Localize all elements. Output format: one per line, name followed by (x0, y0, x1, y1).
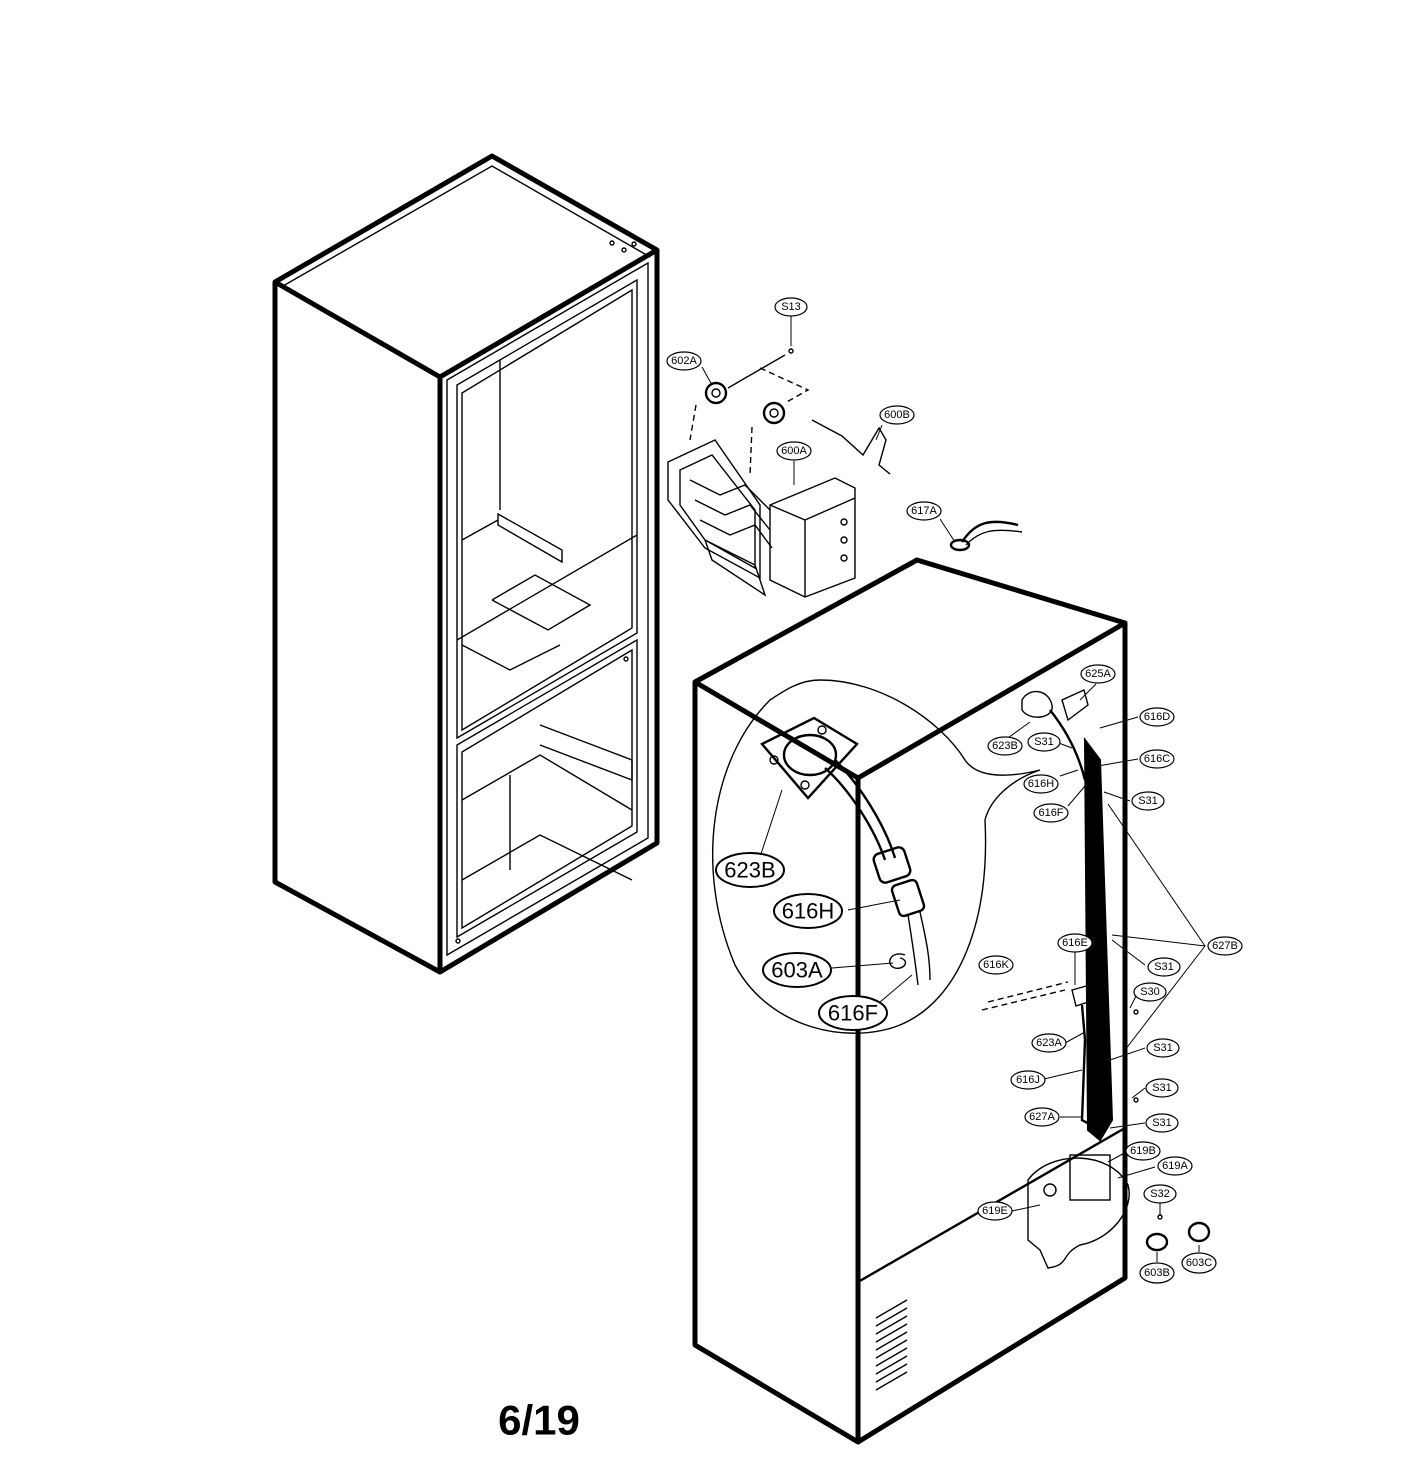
callout-s31-f: S31 (1145, 1113, 1179, 1133)
power-cord (949, 520, 1023, 552)
callout-616k-text: 616K (983, 959, 1009, 971)
callout-623b-small-text: 623B (992, 740, 1018, 752)
cabinet-rear-view (692, 557, 1128, 1445)
detail-callout-623b: 623B (715, 852, 785, 888)
callout-616d-text: 616D (1144, 711, 1170, 723)
detail-callout-616h-text: 616H (782, 899, 835, 924)
callout-623a-text: 623A (1036, 1037, 1062, 1049)
callout-623a: 623A (1031, 1033, 1067, 1053)
callout-619b-text: 619B (1130, 1145, 1156, 1157)
callout-s31-f-text: S31 (1152, 1117, 1172, 1129)
callout-s32-text: S32 (1150, 1188, 1170, 1200)
callout-616f-small: 616F (1033, 803, 1069, 823)
ice-maker-mounting-grommets (689, 348, 810, 476)
detail-callout-623b-text: 623B (724, 858, 775, 883)
callout-s13: S13 (774, 297, 808, 317)
callout-s30: S30 (1133, 982, 1167, 1002)
detail-callout-603a: 603A (762, 952, 832, 988)
callout-619e: 619E (977, 1201, 1013, 1221)
callout-625a-text: 625A (1085, 668, 1111, 680)
callout-603c-text: 603C (1186, 1257, 1212, 1269)
callout-619b: 619B (1125, 1141, 1161, 1161)
callout-616e: 616E (1057, 933, 1093, 953)
callout-s31-d: S31 (1146, 1038, 1180, 1058)
callout-627b-text: 627B (1212, 940, 1238, 952)
callout-s31-c: S31 (1147, 957, 1181, 977)
callout-s31-e-text: S31 (1152, 1082, 1172, 1094)
callout-603c: 603C (1181, 1252, 1217, 1274)
callout-617a-text: 617A (911, 505, 937, 517)
callout-602a-text: 602A (671, 355, 697, 367)
callout-leaders (701, 316, 1206, 1262)
callout-616k: 616K (978, 955, 1014, 975)
callout-616j-text: 616J (1016, 1074, 1040, 1086)
callout-s31-b: S31 (1131, 791, 1165, 811)
callout-600a-text: 600A (781, 445, 807, 457)
callout-616h-small-text: 616H (1028, 778, 1054, 790)
callout-627a-text: 627A (1029, 1111, 1055, 1123)
cabinet-front-view (272, 153, 660, 975)
detail-leaders (759, 789, 913, 1003)
callout-627b: 627B (1207, 936, 1243, 956)
small-parts (1133, 1009, 1211, 1252)
compressor-vent (875, 1299, 908, 1391)
ice-maker-wire-harness (811, 419, 891, 475)
callout-625a: 625A (1080, 664, 1116, 684)
callout-600b: 600B (879, 405, 915, 425)
callout-600b-text: 600B (884, 409, 910, 421)
callout-s30-text: S30 (1140, 986, 1160, 998)
callout-602a: 602A (666, 351, 702, 371)
detail-callout-603a-text: 603A (771, 958, 823, 983)
page-number: 6/19 (498, 1397, 580, 1444)
detail-callout-616h: 616H (773, 893, 843, 929)
callout-603b: 603B (1139, 1262, 1175, 1284)
callout-616d: 616D (1139, 707, 1175, 727)
callout-619a: 619A (1157, 1156, 1193, 1176)
callout-616j: 616J (1010, 1070, 1046, 1090)
callout-616c-text: 616C (1144, 753, 1170, 765)
callout-603b-text: 603B (1144, 1267, 1170, 1279)
callout-600a: 600A (776, 441, 812, 461)
callout-619a-text: 619A (1162, 1160, 1188, 1172)
callout-616c: 616C (1139, 749, 1175, 769)
detail-fitting (760, 716, 931, 986)
callout-s31-a: S31 (1027, 732, 1061, 752)
callout-616e-text: 616E (1062, 937, 1088, 949)
callout-616h-small: 616H (1023, 774, 1059, 794)
callout-s13-text: S13 (781, 301, 801, 313)
detail-callout-616f: 616F (818, 995, 888, 1031)
callout-627a: 627A (1024, 1107, 1060, 1127)
water-tube-assembly (981, 689, 1130, 1269)
callout-s31-b-text: S31 (1138, 795, 1158, 807)
callout-623b-small: 623B (987, 736, 1023, 756)
callout-617a: 617A (906, 501, 942, 521)
callout-619e-text: 619E (982, 1205, 1008, 1217)
callout-s31-a-text: S31 (1034, 736, 1054, 748)
callout-s32: S32 (1143, 1184, 1177, 1204)
callout-616f-small-text: 616F (1038, 807, 1063, 819)
detail-bubble (711, 679, 1041, 1034)
callout-s31-c-text: S31 (1154, 961, 1174, 973)
callout-s31-d-text: S31 (1153, 1042, 1173, 1054)
ice-maker-assembly (667, 439, 856, 598)
detail-callout-616f-text: 616F (828, 1001, 878, 1026)
callout-s31-e: S31 (1145, 1078, 1179, 1098)
